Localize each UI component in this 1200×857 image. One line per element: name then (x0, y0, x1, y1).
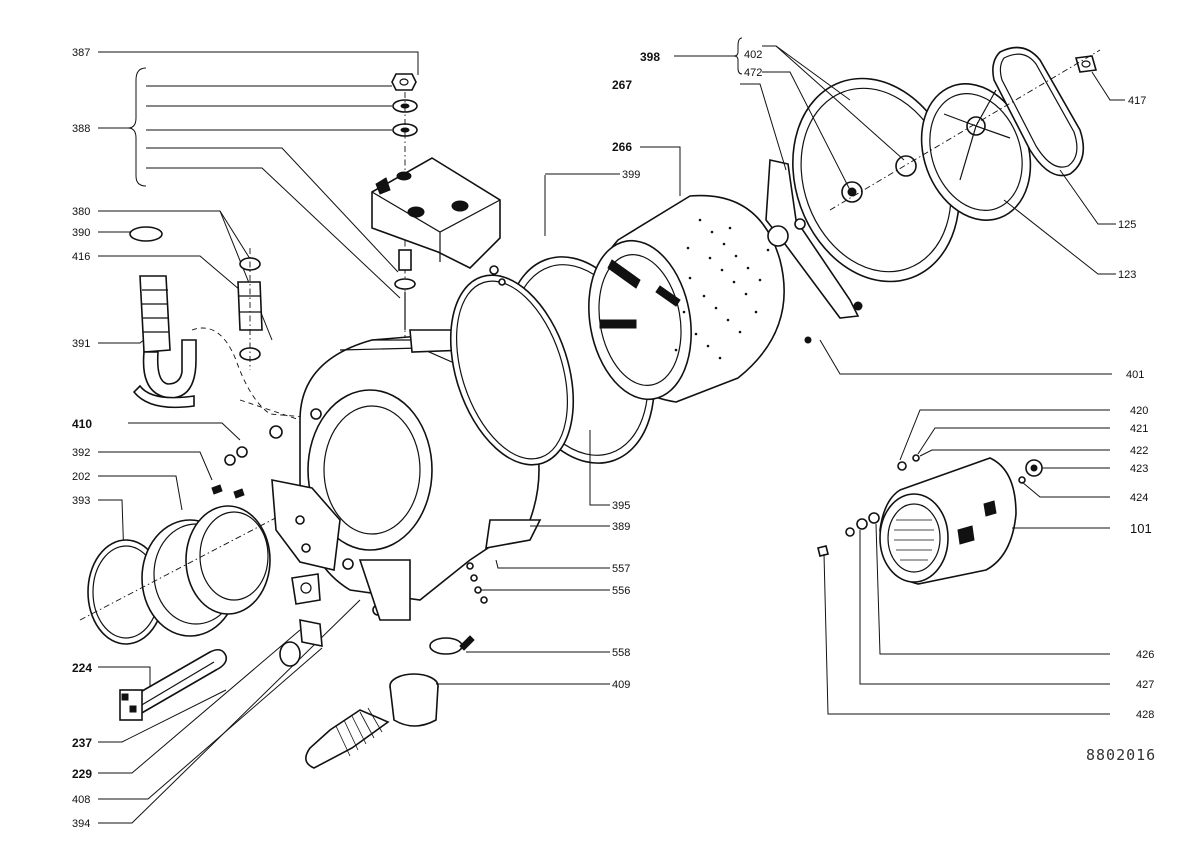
callout-399: 399 (622, 169, 640, 181)
callout-557: 557 (612, 563, 630, 575)
drum-266 (588, 146, 785, 403)
callout-237: 237 (72, 736, 92, 750)
callout-408: 408 (72, 794, 90, 806)
callout-423: 423 (1130, 463, 1148, 475)
callout-401: 401 (1126, 369, 1144, 381)
callout-391: 391 (72, 338, 90, 350)
callout-420: 420 (1130, 405, 1148, 417)
callout-392: 392 (72, 447, 90, 459)
callout-421: 421 (1130, 423, 1148, 435)
callout-202: 202 (72, 471, 90, 483)
callout-390: 390 (72, 227, 90, 239)
callout-426: 426 (1136, 649, 1154, 661)
callout-125: 125 (1118, 219, 1136, 231)
callout-556: 556 (612, 585, 630, 597)
callout-380: 380 (72, 206, 90, 218)
callout-266: 266 (612, 140, 632, 154)
callout-472: 472 (744, 67, 762, 79)
top-fastener-stack (371, 73, 501, 340)
drum-spider-267 (740, 83, 1112, 375)
callout-427: 427 (1136, 679, 1154, 691)
center-leader-lines (436, 525, 610, 685)
sensor-parts (279, 573, 323, 667)
motor-101 (817, 409, 1110, 715)
callout-558: 558 (612, 647, 630, 659)
outlet-bellows-408 (305, 635, 475, 769)
drain-hose-391 (129, 226, 341, 421)
callout-224: 224 (72, 661, 92, 675)
pulley-and-belt (674, 37, 1125, 283)
heater-element-224 (119, 648, 228, 721)
callout-410: 410 (72, 417, 92, 431)
callout-267: 267 (612, 78, 632, 92)
callout-424: 424 (1130, 492, 1148, 504)
callout-387: 387 (72, 47, 90, 59)
callout-389: 389 (612, 521, 630, 533)
callout-388: 388 (72, 123, 90, 135)
callout-402: 402 (744, 49, 762, 61)
callout-229: 229 (72, 767, 92, 781)
callout-101: 101 (1130, 521, 1152, 536)
callout-395: 395 (612, 500, 630, 512)
callout-labels: 387 388 380 390 416 391 410 392 202 393 … (72, 47, 1156, 830)
callout-394: 394 (72, 818, 90, 830)
callout-416: 416 (72, 251, 90, 263)
door-seal-parts (79, 425, 341, 645)
left-leader-lines (98, 51, 419, 824)
callout-417: 417 (1128, 95, 1146, 107)
callout-422: 422 (1130, 445, 1148, 457)
callout-428: 428 (1136, 709, 1154, 721)
callout-393: 393 (72, 495, 90, 507)
drawing-reference-number: 8802016 (1086, 746, 1156, 764)
callout-398: 398 (640, 50, 660, 64)
callout-123: 123 (1118, 269, 1136, 281)
callout-409: 409 (612, 679, 630, 691)
